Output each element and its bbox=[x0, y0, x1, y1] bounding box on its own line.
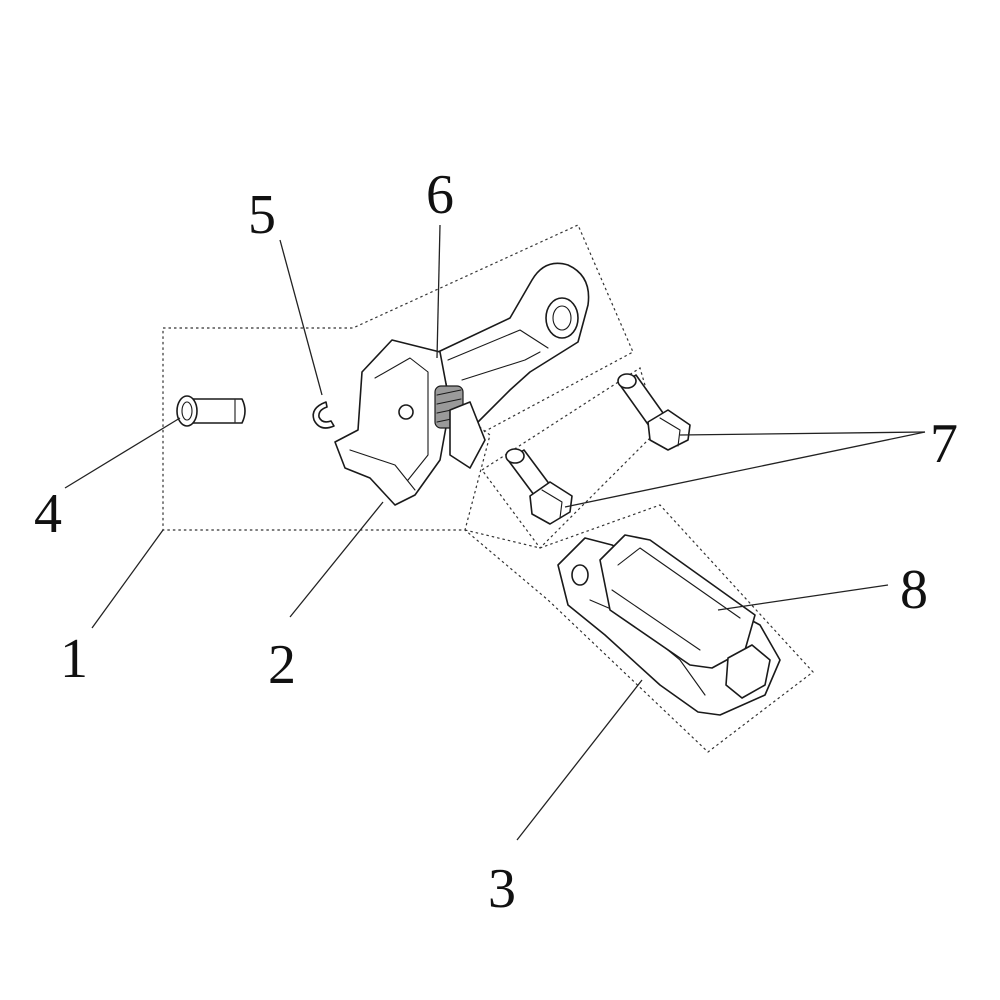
footpeg-rubber-part bbox=[599, 534, 771, 699]
leader-4 bbox=[64, 417, 181, 489]
leader-5 bbox=[279, 239, 323, 396]
leader-7a bbox=[679, 431, 926, 436]
footpeg-part bbox=[557, 534, 781, 716]
callout-2: 2 bbox=[268, 634, 296, 696]
assembly-group-bolt-outline bbox=[481, 367, 659, 549]
callout-5: 5 bbox=[248, 184, 276, 246]
leader-7b bbox=[564, 431, 926, 508]
callout-3: 3 bbox=[488, 858, 516, 920]
callout-4: 4 bbox=[34, 483, 62, 545]
leader-8 bbox=[717, 584, 889, 611]
footpeg-bracket-part bbox=[334, 262, 590, 506]
assembly-group-footpeg-outline bbox=[464, 504, 814, 753]
flange-bolt-upper-part bbox=[617, 373, 691, 451]
callout-8: 8 bbox=[900, 559, 928, 621]
leader-2 bbox=[289, 501, 384, 618]
callout-labels: 1 2 3 4 5 6 7 8 bbox=[34, 164, 958, 920]
assembly-group-1-outline bbox=[162, 224, 634, 531]
circlip-part bbox=[312, 401, 335, 429]
callout-6: 6 bbox=[426, 164, 454, 226]
callout-7: 7 bbox=[930, 413, 958, 475]
leader-6 bbox=[436, 224, 441, 359]
clevis-pin-part bbox=[176, 395, 246, 427]
callout-1: 1 bbox=[60, 628, 88, 690]
leader-1 bbox=[91, 529, 164, 629]
leader-lines bbox=[64, 224, 926, 841]
flange-bolt-lower-part bbox=[505, 448, 573, 525]
leader-3 bbox=[516, 679, 643, 841]
spring-part bbox=[434, 385, 486, 469]
